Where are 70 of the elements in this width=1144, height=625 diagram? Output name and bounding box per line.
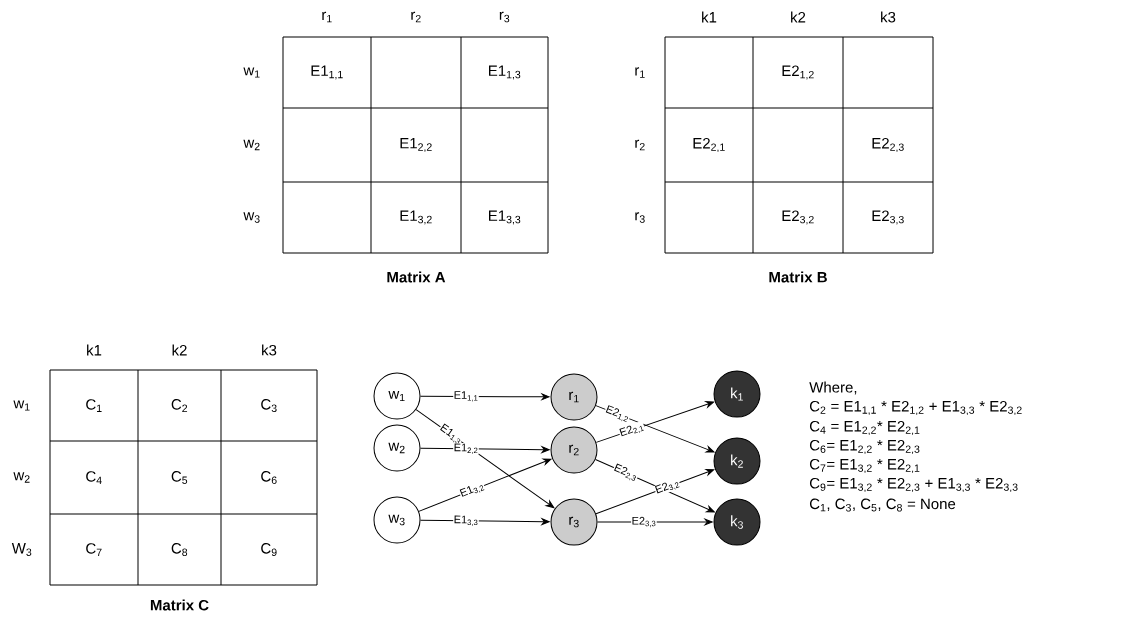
matrix-cell: E2$_{2,3}$ bbox=[872, 137, 904, 153]
column-header: k3 bbox=[881, 11, 896, 23]
arrow bbox=[595, 401, 714, 443]
matrix-cell: E1$_{2,2}$ bbox=[400, 138, 432, 153]
matrix-cell: E2$_{1,2}$ bbox=[782, 65, 814, 80]
row-header: w$_{3}$ bbox=[243, 212, 260, 223]
arrow bbox=[595, 469, 715, 515]
formula-line: C$_{1}$, C$_{3}$, C$_{5}$, C$_{8}$ = None bbox=[809, 498, 956, 512]
arrow bbox=[420, 393, 550, 401]
edge-label: E2$_{3,3}$ bbox=[632, 516, 656, 528]
edge-label: E1$_{1,3}$ bbox=[440, 423, 461, 444]
edge-label: E2$_{2,1}$ bbox=[619, 425, 644, 437]
arrow bbox=[418, 458, 552, 512]
circle-node: w$_{3}$ bbox=[373, 496, 421, 544]
edge-label: E1$_{2,2}$ bbox=[454, 443, 478, 454]
row-header: w$_{2}$ bbox=[243, 139, 260, 151]
circle-node: k$_{1}$ bbox=[713, 370, 761, 418]
formula-line: C$_{6}$= E1$_{2,2}$ * E2$_{2,3}$ bbox=[809, 439, 920, 455]
circle-node: k$_{2}$ bbox=[713, 437, 761, 485]
matrix-cell: E2$_{3,3}$ bbox=[872, 210, 904, 225]
matrix-cell: C$_{8}$ bbox=[171, 543, 188, 556]
matrix-cell: C$_{2}$ bbox=[171, 399, 188, 412]
edge-label: E2$_{1,2}$ bbox=[605, 405, 628, 423]
column-header: r$_{3}$ bbox=[499, 11, 510, 23]
matrix-cell: E2$_{2,1}$ bbox=[693, 137, 725, 153]
formula-line: Where, bbox=[809, 381, 857, 395]
column-header: k1 bbox=[87, 344, 102, 356]
edge-label: E1$_{3,2}$ bbox=[459, 485, 485, 497]
column-header: r$_{2}$ bbox=[411, 11, 421, 23]
row-header: w$_{1}$ bbox=[243, 67, 260, 78]
circle-node: r$_{3}$ bbox=[550, 498, 598, 546]
edge-label: E2$_{2,3}$ bbox=[614, 463, 636, 481]
circle-node: w$_{1}$ bbox=[373, 372, 421, 420]
row-header: r$_{2}$ bbox=[635, 139, 645, 151]
matrix-cell: E2$_{3,2}$ bbox=[782, 210, 814, 225]
formula-line: C$_{4}$ = E1$_{2,2}$* E2$_{2,1}$ bbox=[809, 420, 920, 436]
formula-line: C$_{2}$ = E1$_{1,1}$ * E2$_{1,2}$ + E1$_{3,3}$ * E2$_{3,2}$ bbox=[809, 400, 1022, 416]
formula-line: C$_{7}$= E1$_{3,2}$ * E2$_{2,1}$ bbox=[809, 458, 920, 474]
matrix-cell: C$_{9}$ bbox=[261, 543, 277, 556]
matrix-cell: C$_{4}$ bbox=[86, 471, 102, 484]
column-header: k3 bbox=[262, 344, 277, 356]
matrix-cell: C$_{7}$ bbox=[86, 543, 102, 556]
column-header: k1 bbox=[702, 11, 717, 23]
matrix-cell: E1$_{3,2}$ bbox=[400, 210, 432, 225]
column-header: k2 bbox=[172, 344, 187, 356]
matrix-title: Matrix A bbox=[387, 271, 446, 283]
matrix-cell: C$_{1}$ bbox=[86, 399, 102, 412]
row-header: w$_{2}$ bbox=[13, 472, 30, 483]
row-header: w$_{1}$ bbox=[13, 400, 30, 411]
formula-line: C$_{9}$= E1$_{3,2}$ * E2$_{2,3}$ + E1$_{3,3}$ * E2$_{3,3}$ bbox=[809, 477, 1018, 493]
row-header: r$_{3}$ bbox=[635, 212, 645, 223]
row-header: W$_{3}$ bbox=[11, 543, 32, 556]
circle-node: r$_{1}$ bbox=[550, 373, 598, 421]
edge-label: E1$_{1,1}$ bbox=[454, 391, 478, 402]
matrix-cell: E1$_{3,3}$ bbox=[489, 210, 521, 225]
circle-node: r$_{2}$ bbox=[550, 426, 598, 474]
matrix-title: Matrix C bbox=[150, 599, 209, 611]
matrix-cell: C$_{6}$ bbox=[261, 471, 277, 484]
circle-node: k$_{3}$ bbox=[713, 498, 761, 546]
matrix-title: Matrix B bbox=[769, 271, 827, 283]
matrix-cell: E1$_{1,3}$ bbox=[489, 65, 521, 80]
row-header: r$_{1}$ bbox=[635, 67, 645, 78]
edge-label: E1$_{3,3}$ bbox=[454, 515, 478, 526]
circle-node: w$_{2}$ bbox=[373, 424, 421, 472]
edge-label: E2$_{3,2}$ bbox=[654, 482, 680, 494]
matrix-cell: C$_{5}$ bbox=[171, 471, 188, 484]
matrix-cell: E1$_{1,1}$ bbox=[311, 65, 343, 80]
column-header: k2 bbox=[791, 11, 806, 23]
matrix-cell: C$_{3}$ bbox=[261, 399, 277, 412]
column-header: r$_{1}$ bbox=[322, 11, 332, 23]
